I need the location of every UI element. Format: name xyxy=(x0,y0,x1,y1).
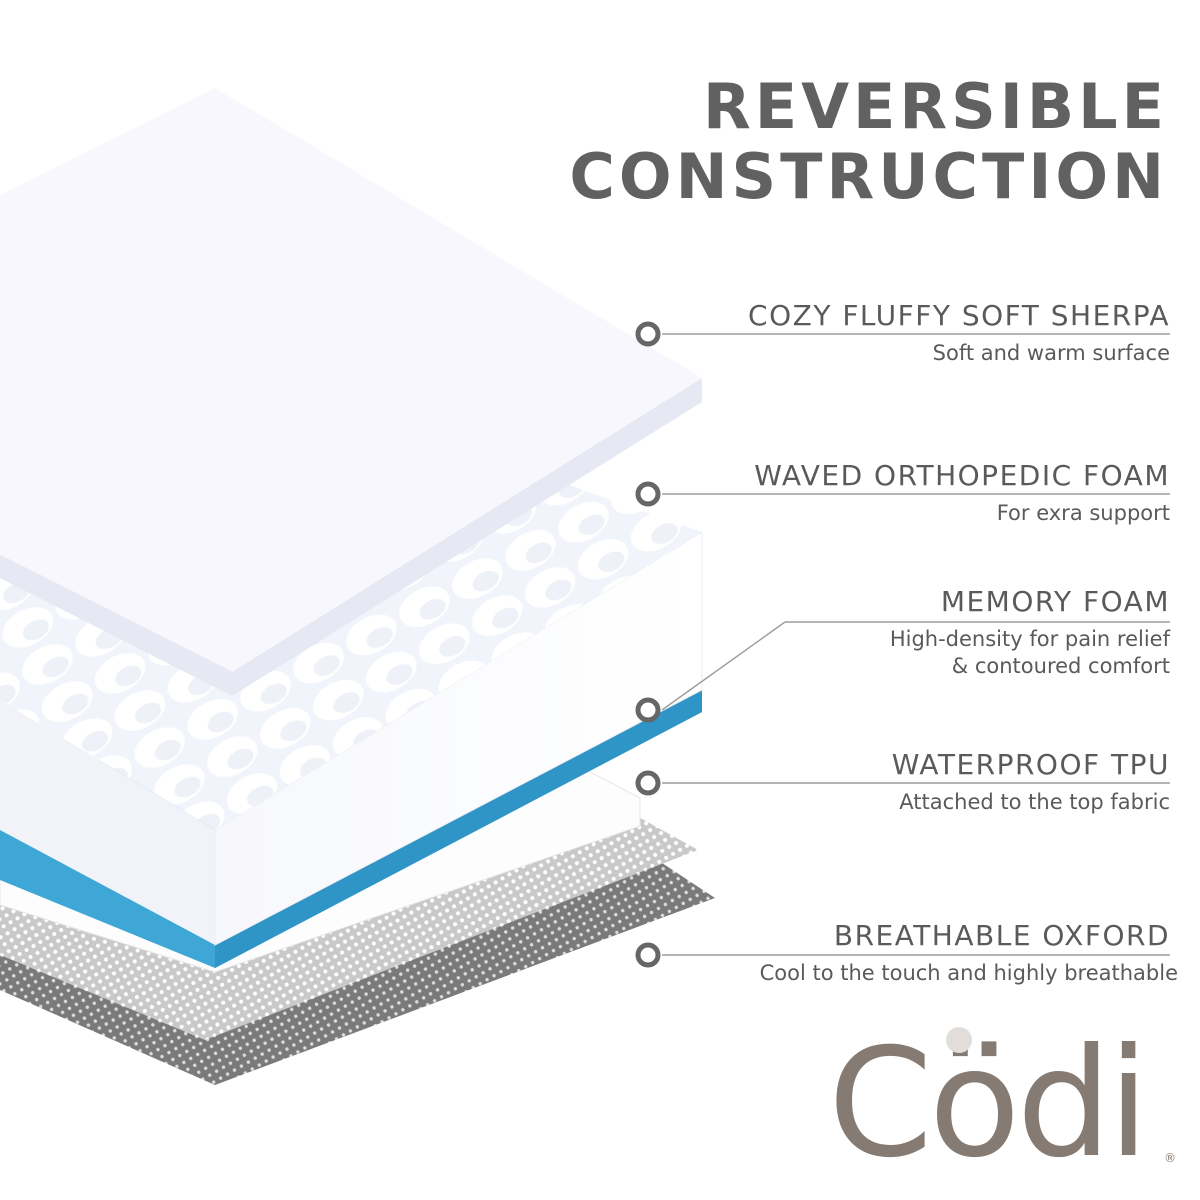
feature-desc: For exra support xyxy=(996,501,1170,526)
feature-name: MEMORY FOAM xyxy=(940,585,1170,618)
feature-desc: Cool to the touch and highly breathable xyxy=(759,961,1178,986)
feature-memory-foam: MEMORY FOAM High-density for pain relief… xyxy=(889,585,1170,681)
feature-desc: Soft and warm surface xyxy=(932,341,1170,366)
feature-breathable-oxford: BREATHABLE OXFORD Cool to the touch and … xyxy=(759,919,1178,987)
title-line-2: CONSTRUCTION xyxy=(569,140,1168,213)
leader-lines xyxy=(661,333,1170,956)
feature-waterproof-tpu: WATERPROOF TPU Attached to the top fabri… xyxy=(891,748,1170,816)
feature-name: WATERPROOF TPU xyxy=(891,748,1170,781)
marker-tpu-icon xyxy=(635,770,661,796)
sherpa-layer-top xyxy=(0,88,702,672)
feature-name: COZY FLUFFY SOFT SHERPA xyxy=(748,299,1170,332)
feature-desc-line-2: & contoured comfort xyxy=(951,654,1170,679)
orthopedic-foam-side xyxy=(0,700,215,945)
feature-sherpa: COZY FLUFFY SOFT SHERPA Soft and warm su… xyxy=(748,299,1170,367)
marker-sherpa-icon xyxy=(635,321,661,347)
title-line-1: REVERSIBLE xyxy=(702,70,1168,143)
feature-name: WAVED ORTHOPEDIC FOAM xyxy=(754,459,1170,492)
feature-orthopedic-foam: WAVED ORTHOPEDIC FOAM For exra support xyxy=(754,459,1170,527)
feature-desc: Attached to the top fabric xyxy=(899,790,1170,815)
marker-memory-icon xyxy=(635,697,661,723)
marker-orthopedic-icon xyxy=(635,481,661,507)
layer-markers xyxy=(635,321,661,968)
feature-desc-line-1: High-density for pain relief xyxy=(889,627,1170,652)
marker-oxford-icon xyxy=(635,942,661,968)
feature-name: BREATHABLE OXFORD xyxy=(833,919,1170,952)
